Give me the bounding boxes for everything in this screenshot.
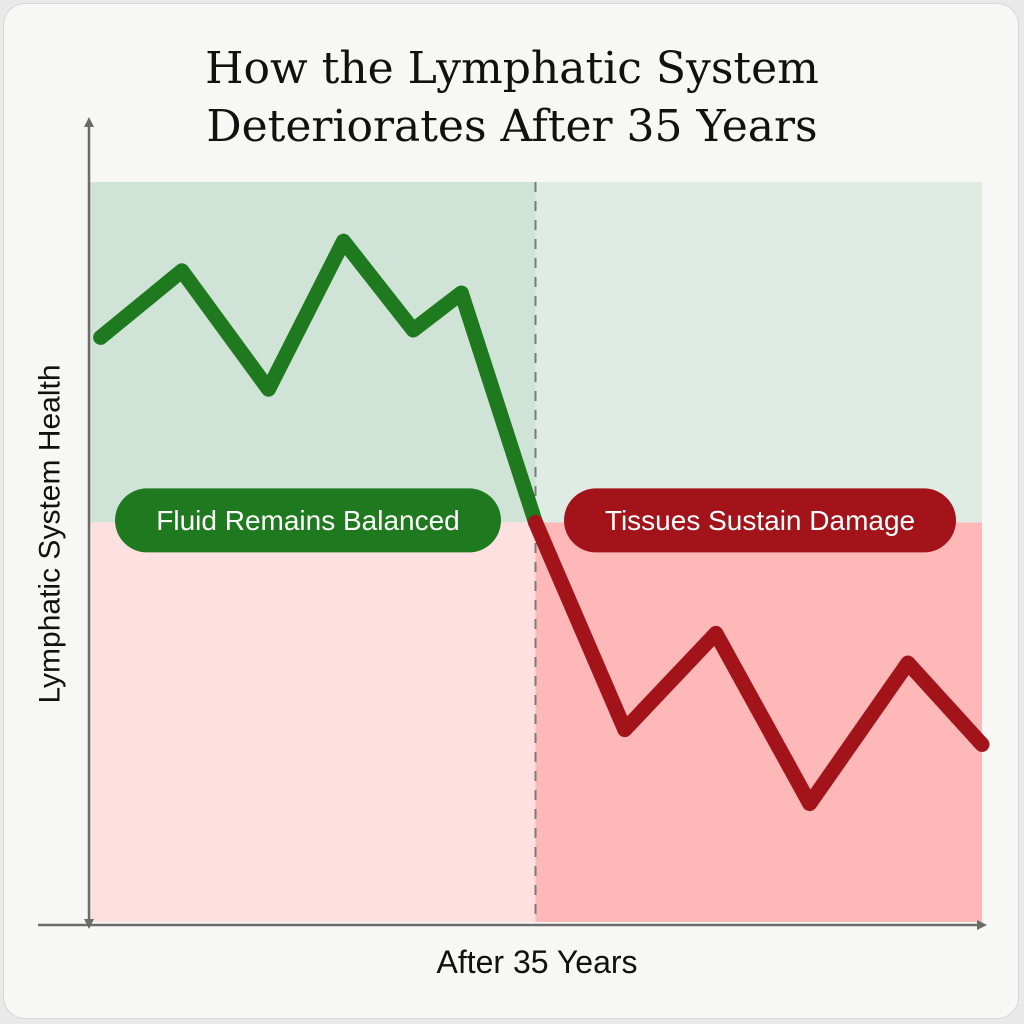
zone-label-healthy-text: Fluid Remains Balanced [156, 505, 460, 536]
x-axis-label: After 35 Years [436, 944, 637, 980]
healthy-zone-early [89, 182, 536, 523]
series-layer [93, 233, 990, 812]
chart-title-line-2: Deteriorates After 35 Years [206, 101, 818, 152]
healthy-zone-late [535, 182, 982, 523]
zone-label-damage-background [564, 488, 956, 553]
zone-label-healthy: Fluid Remains Balanced [115, 488, 501, 553]
zone-label-healthy-background [115, 488, 501, 553]
y-axis-label: Lymphatic System Health [34, 364, 67, 703]
chart-title-line-1: How the Lymphatic System [205, 43, 819, 94]
line-chart: Fluid Remains Balanced Tissues Sustain D… [34, 117, 990, 980]
zone-label-damage-text: Tissues Sustain Damage [605, 505, 915, 536]
chart-card: How the Lymphatic System Deteriorates Af… [3, 3, 1019, 1019]
damage-zone-early [89, 522, 536, 922]
series-line-damaged [528, 514, 990, 812]
chart-title: How the Lymphatic System Deteriorates Af… [4, 40, 1018, 156]
series-line-healthy [93, 233, 543, 530]
zone-label-damage: Tissues Sustain Damage [564, 488, 956, 553]
